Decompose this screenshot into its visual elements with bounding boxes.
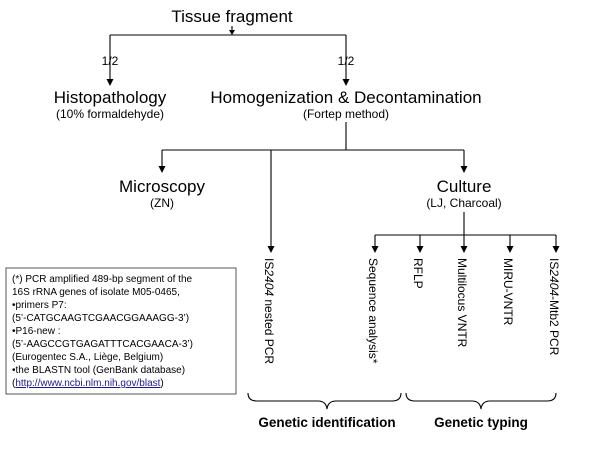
arrowhead-icon	[552, 246, 560, 253]
brace-genetic-identification	[247, 392, 402, 410]
arrowhead-icon	[106, 79, 114, 86]
method-is2404-mtb2-pcr: IS2404-Mtb2 PCR	[547, 258, 561, 356]
method-miru-vntr: MIRU-VNTR	[501, 258, 515, 326]
node-histopathology-title: Histopathology	[54, 88, 167, 107]
arrowhead-icon	[506, 246, 514, 253]
footnote-line: (Eurogentec S.A., Liège, Belgium)	[12, 352, 163, 363]
footnote-line: (5’-CATGCAAGTCGAACGGAAAGG-3’)	[12, 313, 189, 324]
node-tissue-fragment: Tissue fragment	[171, 7, 293, 26]
node-homogenization-title: Homogenization & Decontamination	[210, 88, 481, 107]
brace-genetic-typing	[405, 392, 557, 410]
node-homogenization-subtitle: (Fortep method)	[303, 107, 389, 121]
footnote-line: •primers P7:	[12, 300, 67, 311]
arrowhead-icon	[371, 246, 379, 253]
arrowhead-icon	[416, 246, 424, 253]
node-microscopy-subtitle: (ZN)	[150, 196, 174, 210]
footnote-box	[5, 267, 237, 395]
method-sequence-analysis: Sequence analysis*	[366, 258, 380, 364]
arrowhead-icon	[460, 166, 468, 173]
node-microscopy-title: Microscopy	[119, 177, 205, 196]
method-multilocus-vntr: Multilocus VNTR	[455, 258, 469, 348]
blast-link[interactable]: http://www.ncbi.nlm.nih.gov/blast	[15, 378, 160, 389]
footnote-line: •the BLASTN tool (GenBank database)	[12, 365, 185, 376]
split-label-right: 1/2	[338, 54, 355, 68]
method-is2404-nested-pcr: IS2404 nested PCR	[262, 258, 276, 364]
footnote-link-line: (http://www.ncbi.nlm.nih.gov/blast)	[12, 378, 164, 389]
arrowhead-icon	[267, 246, 275, 253]
node-culture-title: Culture	[437, 177, 492, 196]
footnote-line: •P16-new :	[12, 326, 61, 337]
footnote-text: (*) PCR amplified 489-bp segment of the …	[12, 274, 193, 389]
node-culture-subtitle: (LJ, Charcoal)	[426, 196, 501, 210]
arrowhead-icon	[460, 246, 468, 253]
method-rflp: RFLP	[411, 258, 425, 289]
node-histopathology-subtitle: (10% formaldehyde)	[56, 107, 164, 121]
footnote-line: (*) PCR amplified 489-bp segment of the	[12, 274, 193, 285]
group-label-genetic-identification: Genetic identification	[258, 415, 395, 430]
arrowhead-icon	[158, 166, 166, 173]
arrowhead-icon	[229, 30, 235, 35]
group-label-genetic-typing: Genetic typing	[434, 415, 528, 430]
split-label-left: 1/2	[102, 54, 119, 68]
footnote-line: 16S rRNA genes of isolate M05-0465,	[12, 287, 180, 298]
footnote-line: (5’-AAGCCGTGAGATTTCACGAACA-3’)	[12, 339, 193, 350]
arrowhead-icon	[342, 79, 350, 86]
